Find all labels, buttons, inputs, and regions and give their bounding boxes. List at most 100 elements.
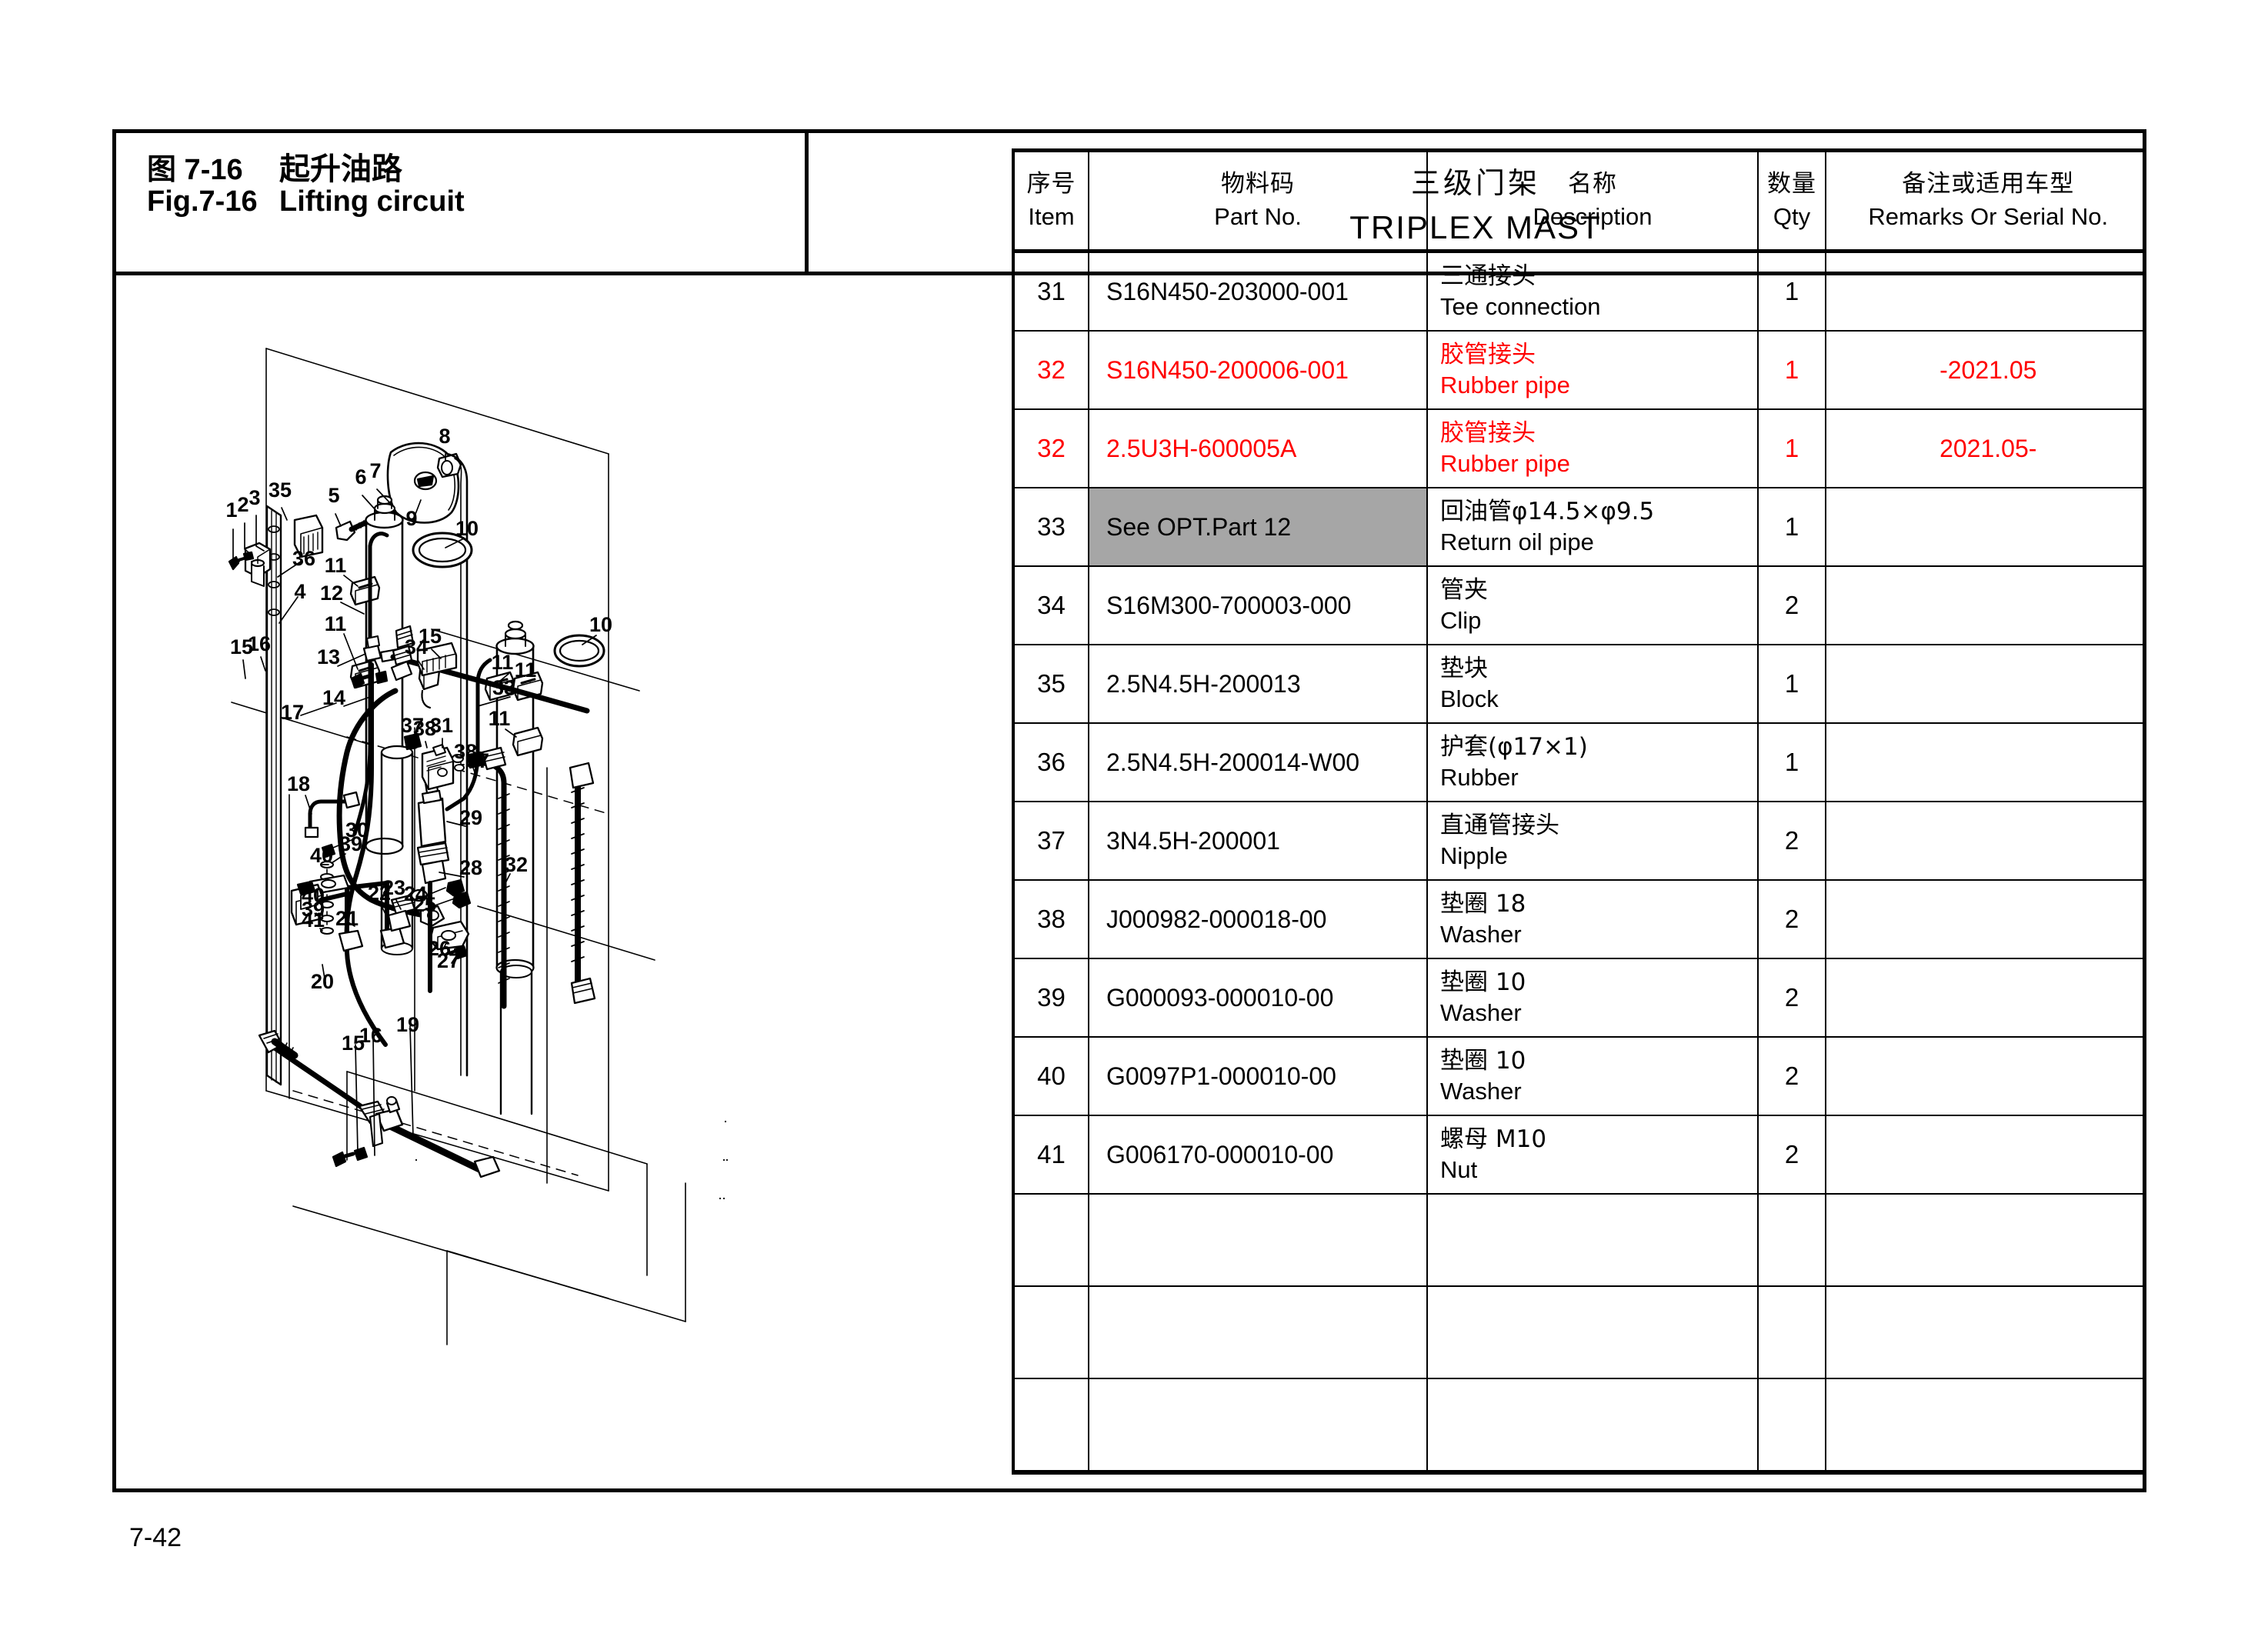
cell-item: 32 — [1012, 330, 1089, 410]
callout-number-18: 18 — [287, 772, 310, 795]
description-en: Washer — [1440, 1078, 1522, 1105]
callout-number-28: 28 — [459, 856, 482, 879]
figure-name-en: Lifting circuit — [279, 185, 465, 218]
parts-table-empty-row — [1012, 1193, 2143, 1287]
description-cn: 垫圈 10 — [1440, 1046, 1526, 1075]
cell-part-no — [1088, 1193, 1428, 1287]
callout-number-37: 37 — [466, 749, 489, 772]
callout-number-11: 11 — [515, 658, 537, 682]
description-cn: 胶管接头 — [1440, 418, 1536, 447]
description-cn: 管夹 — [1440, 575, 1488, 604]
header-part-cn: 物料码 — [1221, 170, 1295, 198]
callout-number-25: 25 — [413, 893, 436, 916]
cell-remarks — [1825, 487, 2143, 567]
cell-item — [1012, 1193, 1089, 1287]
header-cell-part-no: 物料码 Part No. — [1088, 149, 1428, 253]
cell-qty: 2 — [1757, 1036, 1826, 1116]
cell-part-no: S16N450-203000-001 — [1088, 250, 1428, 332]
cell-part-no: See OPT.Part 12 — [1088, 487, 1428, 567]
cell-item: 33 — [1012, 487, 1089, 567]
callout-number-11: 11 — [489, 707, 511, 730]
description-en: Washer — [1440, 999, 1522, 1026]
cell-item: 32 — [1012, 408, 1089, 488]
callout-number-32: 32 — [505, 853, 528, 876]
description-en: Nipple — [1440, 842, 1508, 869]
callout-number-1: 1 — [225, 498, 237, 522]
callout-number-2: 2 — [237, 493, 248, 516]
cell-item: 35 — [1012, 644, 1089, 724]
callout-number-15: 15 — [230, 635, 253, 658]
callout-number-30: 30 — [345, 818, 369, 842]
cell-description — [1426, 1193, 1759, 1287]
callout-number-15: 15 — [419, 625, 442, 648]
cell-qty: 2 — [1757, 958, 1826, 1038]
callout-number-10: 10 — [589, 613, 612, 636]
callout-number-27: 27 — [437, 949, 460, 972]
cell-remarks — [1825, 879, 2143, 959]
cell-item: 41 — [1012, 1115, 1089, 1195]
description-en: Return oil pipe — [1440, 528, 1594, 555]
parts-table-container: 序号 Item 物料码 Part No. 名称 Descriptio — [1012, 148, 2143, 1488]
cell-qty: 1 — [1757, 250, 1826, 332]
cell-qty: 1 — [1757, 487, 1826, 567]
callout-number-16: 16 — [359, 1024, 382, 1047]
header-part-en: Part No. — [1214, 203, 1302, 230]
cell-item: 31 — [1012, 250, 1089, 332]
figure-number-cn: 图 7-16 — [147, 154, 243, 186]
header-desc-cn: 名称 — [1568, 170, 1617, 198]
cell-part-no: G0097P1-000010-00 — [1088, 1036, 1428, 1116]
cell-part-no: S16M300-700003-000 — [1088, 565, 1428, 645]
callout-number-40: 40 — [310, 844, 333, 867]
header-item-en: Item — [1028, 203, 1075, 230]
cell-qty: 1 — [1757, 330, 1826, 410]
callout-number-11: 11 — [325, 554, 347, 577]
description-cn: 三通接头 — [1440, 262, 1536, 290]
cell-qty: 2 — [1757, 879, 1826, 959]
callout-number-11: 11 — [492, 651, 514, 674]
cell-part-no — [1088, 1378, 1428, 1475]
cell-remarks — [1825, 565, 2143, 645]
header-cell-remarks: 备注或适用车型 Remarks Or Serial No. — [1825, 149, 2143, 253]
cell-description — [1426, 1378, 1759, 1475]
cell-description: 护套(φ17×1)Rubber — [1426, 722, 1759, 802]
cell-item — [1012, 1378, 1089, 1475]
callout-number-10: 10 — [455, 517, 479, 540]
callout-number-41: 41 — [302, 908, 325, 932]
callout-number-8: 8 — [439, 425, 450, 448]
cell-qty: 1 — [1757, 722, 1826, 802]
callout-number-14: 14 — [322, 686, 345, 709]
cell-remarks — [1825, 250, 2143, 332]
callout-number-7: 7 — [369, 459, 381, 482]
description-en: Rubber — [1440, 764, 1519, 791]
description-en: Rubber pipe — [1440, 450, 1570, 477]
cell-part-no: 2.5N4.5H-200014-W00 — [1088, 722, 1428, 802]
cell-remarks — [1825, 1115, 2143, 1195]
description-cn: 螺母 M10 — [1440, 1125, 1547, 1153]
parts-table: 序号 Item 物料码 Part No. 名称 Descriptio — [1012, 148, 2143, 1475]
cell-qty: 2 — [1757, 565, 1826, 645]
cell-remarks — [1825, 1285, 2143, 1379]
cell-item: 36 — [1012, 722, 1089, 802]
description-cn: 垫圈 18 — [1440, 889, 1526, 918]
cell-item: 37 — [1012, 801, 1089, 881]
cell-part-no: 2.5U3H-600005A — [1088, 408, 1428, 488]
callout-number-12: 12 — [320, 582, 343, 605]
callout-number-37: 37 — [401, 714, 424, 737]
callout-number-33: 33 — [492, 676, 515, 699]
description-en: Clip — [1440, 607, 1482, 634]
